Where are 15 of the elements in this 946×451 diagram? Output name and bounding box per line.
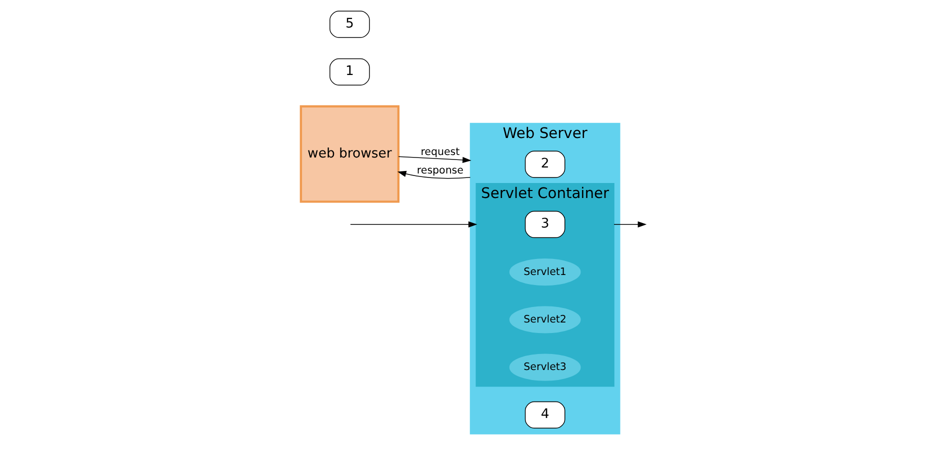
node-box: 2 [524, 150, 565, 178]
arrow [613, 221, 646, 228]
edge-label: response [416, 164, 463, 176]
node-box: 1 [329, 58, 370, 86]
node-ellipse: Servlet2 [508, 306, 580, 334]
arrow [350, 221, 477, 228]
node-ellipse: Servlet3 [508, 354, 580, 381]
edge-label: request [420, 146, 460, 158]
node-box: 5 [329, 10, 370, 38]
node-box: 4 [524, 401, 565, 429]
node-ellipse: Servlet1 [508, 258, 580, 286]
arrow [396, 170, 470, 179]
node-box: web browser [299, 105, 400, 203]
arrow [398, 156, 471, 164]
node-box: 3 [524, 210, 565, 238]
